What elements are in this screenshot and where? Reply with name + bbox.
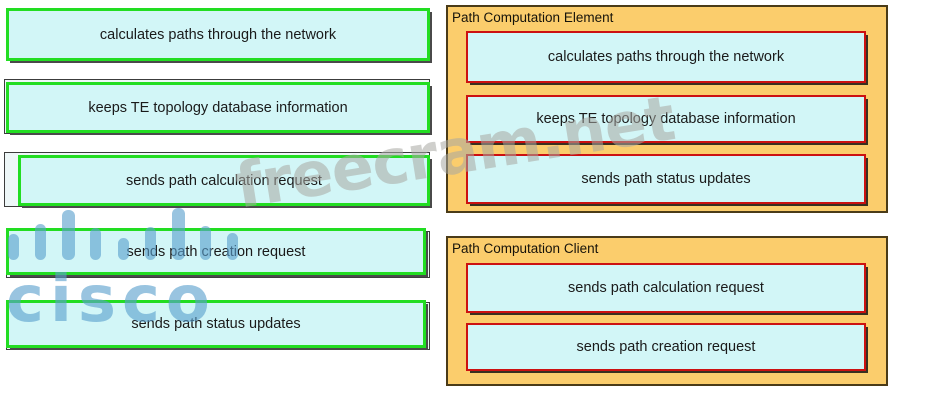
draggable-option-2[interactable]: keeps TE topology database information [6, 82, 430, 133]
path-computation-element-dropzone-2[interactable]: keeps TE topology database information [466, 95, 866, 143]
option-label: sends path status updates [131, 316, 301, 332]
dropzone-label: calculates paths through the network [547, 49, 785, 65]
dropzone-label: keeps TE topology database information [536, 111, 796, 127]
dropzone-label: sends path status updates [581, 171, 751, 187]
option-label: calculates paths through the network [99, 26, 337, 43]
option-label: sends path creation request [126, 243, 306, 260]
draggable-option-5[interactable]: sends path status updates [6, 300, 426, 348]
path-computation-element: Path Computation Element calculates paths… [446, 5, 888, 213]
option-label: keeps TE topology database information [88, 99, 348, 116]
path-computation-client-title: Path Computation Client [452, 241, 599, 256]
option-label: sends path calculation request [126, 172, 322, 189]
path-computation-client-dropzone-1[interactable]: sends path calculation request [466, 263, 866, 313]
dropzone-label: sends path calculation request [568, 280, 764, 296]
path-computation-client-dropzone-2[interactable]: sends path creation request [466, 323, 866, 371]
path-computation-element-dropzone-3[interactable]: sends path status updates [466, 154, 866, 204]
path-computation-client: Path Computation Client sends path calcul… [446, 236, 888, 386]
draggable-option-1[interactable]: calculates paths through the network [6, 8, 430, 61]
draggable-option-3[interactable]: sends path calculation request [18, 155, 430, 206]
path-computation-element-dropzone-1[interactable]: calculates paths through the network [466, 31, 866, 83]
path-computation-element-title: Path Computation Element [452, 10, 614, 25]
draggable-option-4[interactable]: sends path creation request [6, 228, 426, 275]
dropzone-label: sends path creation request [576, 339, 756, 355]
